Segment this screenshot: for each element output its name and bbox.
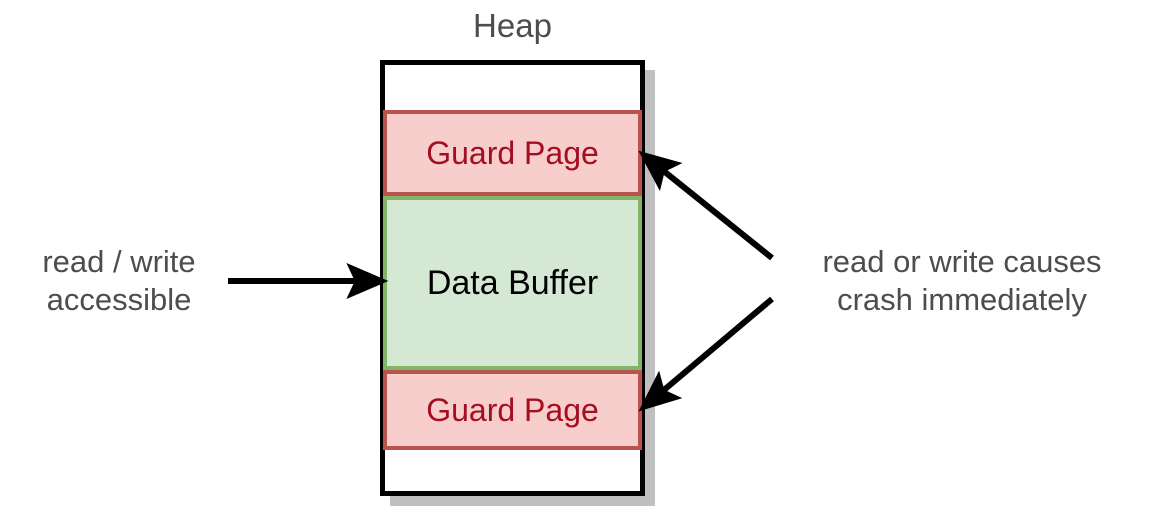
annotation-read-write-line-1: read / write	[42, 244, 196, 279]
segment-guard-page-bottom: Guard Page	[383, 370, 642, 450]
segment-data-buffer: Data Buffer	[383, 196, 642, 370]
segment-guard-page-bottom-label: Guard Page	[426, 391, 599, 428]
segment-guard-page-top: Guard Page	[383, 110, 642, 196]
segment-data-buffer-label: Data Buffer	[426, 263, 599, 302]
segment-guard-page-top-label: Guard Page	[426, 134, 599, 171]
annotation-crash-line-2: crash immediately	[837, 282, 1087, 317]
annotation-read-write-line-2: accessible	[46, 282, 192, 317]
annotation-read-write-accessible: read / write accessible	[10, 243, 228, 319]
annotation-crash-immediately: read or write causes crash immediately	[782, 243, 1142, 319]
arrow-crash-to-guard-top	[638, 150, 774, 261]
annotation-crash-line-1: read or write causes	[822, 244, 1102, 279]
arrow-crash-to-guard-bottom	[638, 296, 774, 412]
heap-title: Heap	[473, 7, 552, 44]
